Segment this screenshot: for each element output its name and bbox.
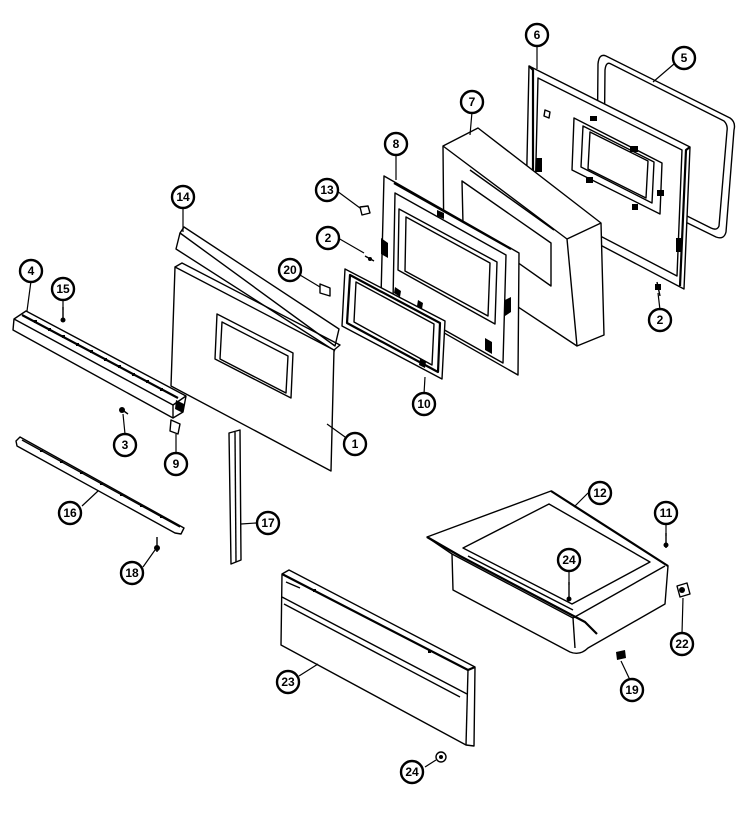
svg-text:3: 3 [122,438,129,452]
part-inner-panel [380,175,520,376]
svg-text:16: 16 [63,506,77,520]
callout-16: 16 [57,500,83,526]
part-lower-rail [15,436,185,535]
callout-11: 11 [653,500,679,526]
callout-6: 6 [524,22,550,48]
part-side-strip [228,429,242,565]
callout-20: 20 [277,257,303,283]
svg-text:11: 11 [660,506,673,520]
callout-2a: 2 [315,225,341,251]
svg-text:5: 5 [681,51,688,65]
callout-19: 19 [619,677,645,703]
part-drawer-front [280,569,476,747]
callout-10: 10 [411,391,437,417]
callout-9: 9 [163,451,189,477]
callout-4: 4 [18,258,44,284]
callout-7: 7 [459,89,485,115]
callout-23: 23 [275,669,301,695]
callout-24a: 24 [556,547,582,573]
callout-8: 8 [383,131,409,157]
callout-22: 22 [669,631,695,657]
svg-text:8: 8 [393,137,400,151]
part-outer-door [170,262,341,472]
callout-24b: 24 [399,759,425,785]
svg-text:13: 13 [320,183,334,197]
svg-text:2: 2 [325,231,332,245]
svg-text:20: 20 [283,263,297,277]
svg-text:24: 24 [405,765,419,779]
svg-text:17: 17 [261,516,275,530]
svg-text:19: 19 [625,683,639,697]
callout-12: 12 [587,480,613,506]
callout-3: 3 [112,432,138,458]
callout-17: 17 [255,510,281,536]
callout-13: 13 [314,177,340,203]
svg-text:14: 14 [176,190,190,204]
svg-text:10: 10 [417,397,431,411]
svg-text:9: 9 [173,457,180,471]
svg-text:4: 4 [28,264,35,278]
svg-text:7: 7 [469,95,476,109]
hardware-parts [60,205,691,763]
svg-text:22: 22 [675,637,689,651]
part-vent-rail [12,310,187,419]
callout-5: 5 [671,45,697,71]
part-window-frame [341,268,446,380]
svg-text:12: 12 [593,486,607,500]
svg-text:23: 23 [281,675,295,689]
callout-14: 14 [170,184,196,210]
callout-18: 18 [119,560,145,586]
svg-text:6: 6 [534,28,541,42]
svg-text:24: 24 [562,553,576,567]
leader-lines [26,45,684,768]
callout-1: 1 [342,431,368,457]
callout-2b: 2 [647,307,673,333]
svg-text:15: 15 [56,282,70,296]
part-drawer-tub [426,490,669,655]
part-inner-frame [525,65,691,290]
svg-text:18: 18 [125,566,139,580]
callout-15: 15 [50,276,76,302]
svg-text:1: 1 [352,437,359,451]
svg-text:2: 2 [657,313,664,327]
